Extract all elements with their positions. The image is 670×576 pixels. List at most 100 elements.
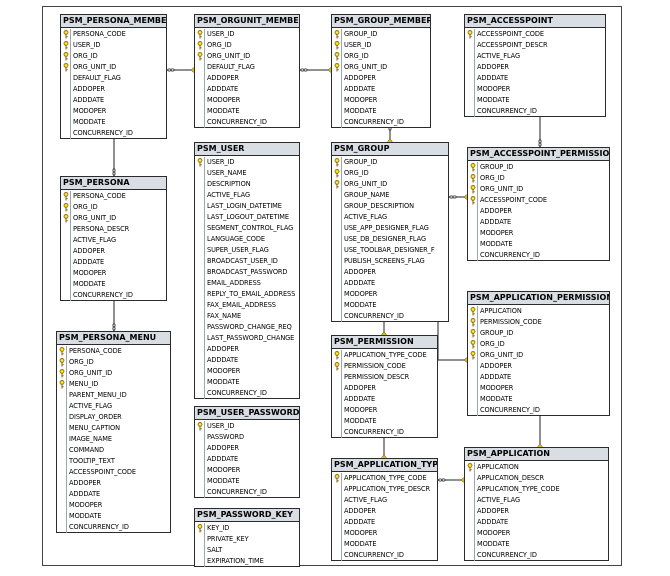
column-row[interactable]: ADDOPER [465, 506, 608, 517]
column-row[interactable]: MENU_CAPTION [57, 423, 170, 434]
column-row[interactable]: SALT [195, 545, 299, 556]
column-row[interactable]: MODDATE [332, 300, 448, 311]
column-row[interactable]: ACCESSPOINT_CODE [468, 195, 609, 206]
column-row[interactable]: MODDATE [332, 106, 430, 117]
column-row[interactable]: MODDATE [332, 539, 437, 550]
column-row[interactable]: MODOPER [195, 95, 299, 106]
column-row[interactable]: PERMISSION_CODE [468, 317, 609, 328]
column-row[interactable]: LANGUAGE_CODE [195, 234, 299, 245]
column-row[interactable]: CONCURRENCY_ID [195, 117, 299, 128]
column-row[interactable]: LAST_PASSWORD_CHANGE [195, 333, 299, 344]
column-row[interactable]: MENU_ID [57, 379, 170, 390]
column-row[interactable]: ORG_ID [332, 51, 430, 62]
column-row[interactable]: FAX_EMAIL_ADDRESS [195, 300, 299, 311]
column-row[interactable]: MODOPER [468, 228, 609, 239]
column-row[interactable]: MODOPER [468, 383, 609, 394]
column-row[interactable]: REPLY_TO_EMAIL_ADDRESS [195, 289, 299, 300]
column-row[interactable]: CONCURRENCY_ID [61, 128, 166, 139]
column-row[interactable]: MODDATE [57, 511, 170, 522]
column-row[interactable]: USER_NAME [195, 168, 299, 179]
column-row[interactable]: APPLICATION [465, 462, 608, 473]
column-row[interactable]: ADDDATE [468, 217, 609, 228]
column-row[interactable]: USER_ID [332, 40, 430, 51]
column-row[interactable]: ADDOPER [57, 478, 170, 489]
column-row[interactable]: ADDOPER [332, 267, 448, 278]
column-row[interactable]: ADDOPER [195, 73, 299, 84]
column-row[interactable]: PERSONA_CODE [61, 29, 166, 40]
column-row[interactable]: CONCURRENCY_ID [332, 427, 437, 438]
column-row[interactable]: BROADCAST_USER_ID [195, 256, 299, 267]
column-row[interactable]: ACCESSPOINT_CODE [465, 29, 605, 40]
column-row[interactable]: ADDDATE [332, 84, 430, 95]
column-row[interactable]: MODDATE [332, 416, 437, 427]
column-row[interactable]: CONCURRENCY_ID [465, 550, 608, 561]
column-row[interactable]: SEGMENT_CONTROL_FLAG [195, 223, 299, 234]
column-row[interactable]: GROUP_NAME [332, 190, 448, 201]
column-row[interactable]: MODOPER [332, 95, 430, 106]
column-row[interactable]: MODDATE [465, 95, 605, 106]
column-row[interactable]: ORG_UNIT_ID [61, 62, 166, 73]
column-row[interactable]: CONCURRENCY_ID [468, 405, 609, 416]
column-row[interactable]: TOOLTIP_TEXT [57, 456, 170, 467]
column-row[interactable]: ADDDATE [195, 454, 299, 465]
column-row[interactable]: PASSWORD_CHANGE_REQ [195, 322, 299, 333]
column-row[interactable]: ORG_UNIT_ID [57, 368, 170, 379]
column-row[interactable]: ADDDATE [195, 84, 299, 95]
column-row[interactable]: ADDDATE [195, 355, 299, 366]
column-row[interactable]: APPLICATION_TYPE_CODE [332, 473, 437, 484]
column-row[interactable]: EMAIL_ADDRESS [195, 278, 299, 289]
column-row[interactable]: ADDDATE [61, 95, 166, 106]
column-row[interactable]: BROADCAST_PASSWORD [195, 267, 299, 278]
column-row[interactable]: MODDATE [468, 394, 609, 405]
column-row[interactable]: ADDOPER [332, 383, 437, 394]
column-row[interactable]: PERSONA_CODE [61, 191, 166, 202]
column-row[interactable]: PASSWORD [195, 432, 299, 443]
column-row[interactable]: LAST_LOGOUT_DATETIME [195, 212, 299, 223]
column-row[interactable]: CONCURRENCY_ID [195, 388, 299, 399]
column-row[interactable]: MODOPER [195, 465, 299, 476]
column-row[interactable]: DEFAULT_FLAG [195, 62, 299, 73]
column-row[interactable]: PRIVATE_KEY [195, 534, 299, 545]
column-row[interactable]: CONCURRENCY_ID [465, 106, 605, 117]
column-row[interactable]: CONCURRENCY_ID [195, 487, 299, 498]
column-row[interactable]: CONCURRENCY_ID [332, 311, 448, 322]
column-row[interactable]: ACTIVE_FLAG [57, 401, 170, 412]
column-row[interactable]: CONCURRENCY_ID [57, 522, 170, 533]
column-row[interactable]: MODDATE [465, 539, 608, 550]
column-row[interactable]: KEY_ID [195, 523, 299, 534]
column-row[interactable]: PERMISSION_CODE [332, 361, 437, 372]
column-row[interactable]: COMMAND [57, 445, 170, 456]
column-row[interactable]: ORG_UNIT_ID [332, 62, 430, 73]
column-row[interactable]: MODDATE [195, 377, 299, 388]
column-row[interactable]: MODOPER [195, 366, 299, 377]
column-row[interactable]: USER_ID [195, 421, 299, 432]
column-row[interactable]: PARENT_MENU_ID [57, 390, 170, 401]
column-row[interactable]: CONCURRENCY_ID [468, 250, 609, 261]
column-row[interactable]: ACTIVE_FLAG [61, 235, 166, 246]
column-row[interactable]: APPLICATION_TYPE_DESCR [332, 484, 437, 495]
column-row[interactable]: ADDDATE [332, 278, 448, 289]
column-row[interactable]: SUPER_USER_FLAG [195, 245, 299, 256]
column-row[interactable]: ACTIVE_FLAG [465, 51, 605, 62]
column-row[interactable]: MODOPER [332, 405, 437, 416]
column-row[interactable]: MODDATE [195, 106, 299, 117]
column-row[interactable]: ACTIVE_FLAG [332, 495, 437, 506]
column-row[interactable]: ORG_ID [332, 168, 448, 179]
column-row[interactable]: ORG_ID [61, 51, 166, 62]
column-row[interactable]: IMAGE_NAME [57, 434, 170, 445]
column-row[interactable]: PERSONA_DESCR [61, 224, 166, 235]
column-row[interactable]: ACTIVE_FLAG [332, 212, 448, 223]
column-row[interactable]: ORG_ID [61, 202, 166, 213]
column-row[interactable]: APPLICATION_DESCR [465, 473, 608, 484]
